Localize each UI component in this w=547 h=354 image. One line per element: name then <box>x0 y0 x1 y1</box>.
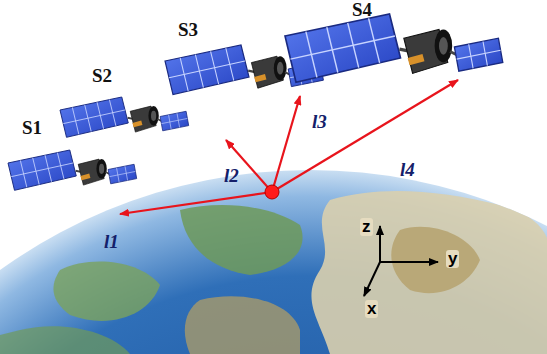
earth <box>0 170 547 354</box>
distance-label: l4 <box>400 160 415 180</box>
range-vector <box>272 80 458 192</box>
satellite <box>285 14 503 82</box>
satellite <box>8 150 137 190</box>
receiver-point <box>265 185 279 199</box>
axis-arrow <box>379 226 381 262</box>
axis-label: y <box>446 250 459 268</box>
satellite-label: S1 <box>22 118 42 138</box>
axis-label: z <box>360 218 373 236</box>
distance-label: l2 <box>224 166 239 186</box>
satellite-label: S2 <box>92 66 112 86</box>
range-vector <box>120 192 272 214</box>
axis-arrow <box>364 262 380 296</box>
satellite <box>60 97 189 137</box>
axis-arrow <box>380 261 438 263</box>
axis-label: x <box>365 300 378 318</box>
earth-land <box>0 191 547 354</box>
satellite-label: S3 <box>178 20 198 40</box>
satellite-label: S4 <box>352 0 372 20</box>
distance-label: l3 <box>312 112 327 132</box>
distance-label: l1 <box>104 232 119 252</box>
